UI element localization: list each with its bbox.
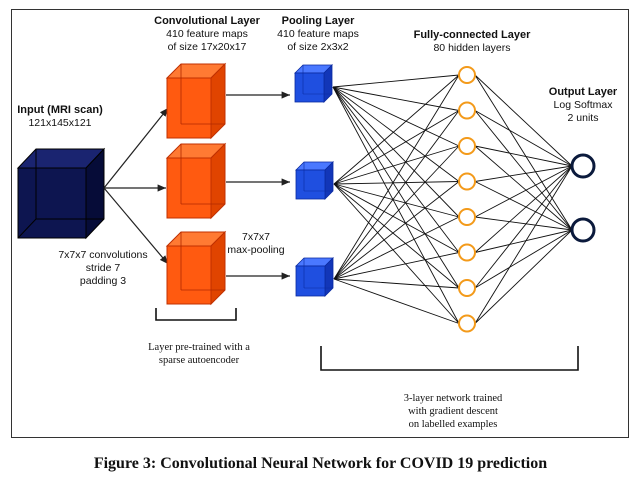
- edge-pool2-hidden5: [333, 183, 460, 218]
- neuron-layers: [458, 66, 596, 333]
- edge-pool2-hidden1: [333, 74, 460, 185]
- dense-connections: [332, 74, 573, 324]
- edge-pool1-hidden4: [332, 86, 460, 182]
- edge-hidden8-output2: [474, 229, 573, 324]
- conv-cube-3: [165, 230, 227, 306]
- edge-hidden5-output2: [474, 216, 573, 231]
- edge-pool3-hidden8: [333, 278, 460, 324]
- edge-hidden4-output1: [474, 165, 573, 182]
- bracket-pretrained: [155, 308, 237, 321]
- hidden-neuron-1: [458, 66, 476, 84]
- edge-pool2-hidden8: [333, 183, 460, 324]
- edge-hidden2-output1: [474, 110, 573, 167]
- edge-pool1-hidden1: [332, 74, 460, 88]
- input-size: 121x145x121: [28, 117, 91, 129]
- hidden-neuron-2: [458, 101, 476, 120]
- edge-hidden2-output2: [474, 110, 573, 231]
- fc-line1: 80 hidden layers: [433, 42, 510, 54]
- pool-cube-2: [295, 161, 334, 200]
- pool-line1: 410 feature maps: [277, 28, 359, 40]
- edge-hidden6-output1: [474, 165, 573, 253]
- note-pretrained-2: sparse autoencoder: [159, 355, 240, 366]
- figure-caption: Figure 3: Convolutional Neural Network f…: [93, 455, 548, 472]
- edge-pool3-hidden6: [333, 252, 460, 280]
- conv-line2: of size 17x20x17: [168, 41, 247, 53]
- edge-hidden1-output2: [474, 74, 573, 231]
- output-neuron-2: [570, 217, 596, 243]
- note-trained-1: 3-layer network trained: [404, 393, 503, 404]
- edge-hidden3-output2: [474, 145, 573, 231]
- edge-pool3-hidden5: [333, 216, 460, 280]
- edge-pool3-hidden3: [333, 145, 460, 280]
- edge-hidden7-output2: [474, 229, 573, 289]
- note-trained-2: with gradient descent: [408, 406, 498, 417]
- pool-op-1: 7x7x7: [242, 231, 270, 243]
- output-line2: 2 units: [568, 112, 599, 124]
- edge-pool3-hidden7: [333, 278, 460, 289]
- hidden-neuron-6: [458, 243, 476, 262]
- bracket-trained: [320, 346, 579, 371]
- edge-pool2-hidden6: [333, 183, 460, 253]
- hidden-neuron-3: [458, 137, 476, 155]
- note-trained-3: on labelled examples: [409, 419, 498, 430]
- pool-op-2: max-pooling: [227, 244, 284, 256]
- input-title: Input (MRI scan): [17, 104, 103, 116]
- input-cube: [16, 147, 106, 240]
- conv-param-3: padding 3: [80, 275, 126, 287]
- conv-cube-1: [165, 62, 227, 140]
- edge-hidden4-output2: [474, 181, 573, 231]
- edge-pool1-hidden7: [332, 86, 460, 289]
- note-pretrained-1: Layer pre-trained with a: [148, 342, 250, 353]
- hidden-neuron-5: [458, 208, 476, 226]
- conv-cube-2: [165, 142, 227, 220]
- edge-pool3-hidden4: [333, 181, 460, 280]
- conv-title: Convolutional Layer: [154, 15, 260, 27]
- edge-pool1-hidden5: [332, 86, 460, 218]
- output-neuron-1: [570, 153, 596, 179]
- output-line1: Log Softmax: [554, 99, 614, 111]
- edge-pool1-hidden8: [332, 86, 460, 324]
- edge-pool1-hidden3: [332, 86, 460, 147]
- cnn-diagram: Input (MRI scan) 121x145x121 Convolution…: [16, 15, 618, 430]
- arrow-input-conv3: [103, 187, 169, 265]
- conv-param-1: 7x7x7 convolutions: [58, 249, 147, 261]
- conv-param-2: stride 7: [86, 262, 121, 274]
- pool-cube-1: [294, 64, 333, 103]
- edge-hidden3-output1: [474, 145, 573, 167]
- conv-line1: 410 feature maps: [166, 28, 248, 40]
- edge-hidden6-output2: [474, 229, 573, 253]
- edge-hidden1-output1: [474, 74, 573, 167]
- edge-hidden5-output1: [474, 165, 573, 218]
- pool-line2: of size 2x3x2: [287, 41, 348, 53]
- fc-title: Fully-connected Layer: [414, 29, 531, 41]
- pool-cube-3: [295, 257, 334, 297]
- edge-pool1-hidden6: [332, 86, 460, 253]
- arrow-input-conv1: [103, 107, 169, 189]
- edge-pool3-hidden1: [333, 74, 460, 280]
- pool-title: Pooling Layer: [282, 15, 355, 27]
- edge-hidden8-output1: [474, 165, 573, 324]
- hidden-neuron-8: [458, 314, 476, 333]
- edge-pool2-hidden2: [333, 110, 460, 185]
- hidden-neuron-4: [458, 172, 476, 191]
- edge-pool1-hidden2: [332, 86, 460, 111]
- edge-pool2-hidden4: [333, 181, 460, 185]
- edge-pool2-hidden3: [333, 145, 460, 185]
- edge-pool2-hidden7: [333, 183, 460, 289]
- edge-hidden7-output1: [474, 165, 573, 289]
- edge-pool3-hidden2: [333, 110, 460, 280]
- output-title: Output Layer: [549, 86, 618, 98]
- hidden-neuron-7: [458, 279, 476, 297]
